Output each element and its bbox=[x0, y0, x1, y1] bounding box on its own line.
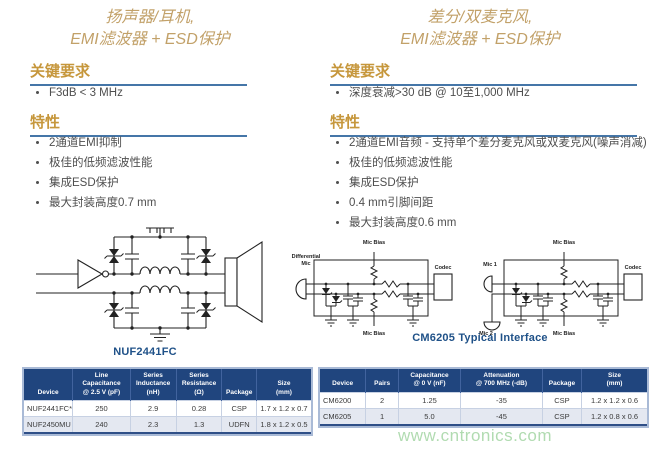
col-pairs: Pairs bbox=[365, 369, 399, 393]
left-schematic-caption: NUF2441FC bbox=[113, 346, 177, 358]
mic-bias-label: Mic Bias bbox=[552, 240, 576, 246]
right-features-heading: 特性 bbox=[330, 111, 637, 137]
table-header-row: Device Pairs Capacitance @ 0 V (nF) Atte… bbox=[320, 369, 647, 393]
col-package: Package bbox=[221, 369, 257, 401]
table-row: NUF2450MU 240 2.3 1.3 UDFN 1.8 x 1.2 x 0… bbox=[24, 416, 311, 434]
cell-capacitance: 240 bbox=[72, 416, 131, 434]
table-header-row: Device Line Capacitance @ 2.5 V (pF) Ser… bbox=[24, 369, 311, 401]
list-item: F3dB < 3 MHz bbox=[49, 86, 264, 101]
col-size: Size (mm) bbox=[581, 369, 647, 393]
cell-capacitance: 5.0 bbox=[397, 407, 461, 425]
cell-pairs: 1 bbox=[365, 407, 399, 425]
right-key-requirements-heading: 关键要求 bbox=[330, 60, 637, 86]
cell-pairs: 2 bbox=[365, 391, 399, 409]
list-item: 极佳的低频滤波性能 bbox=[49, 156, 274, 171]
left-spec-table: Device Line Capacitance @ 2.5 V (pF) Ser… bbox=[22, 367, 313, 437]
cell-resistance: 1.3 bbox=[175, 416, 222, 434]
col-device: Device bbox=[320, 369, 366, 393]
cell-package: CSP bbox=[541, 407, 582, 425]
list-item: 集成ESD保护 bbox=[49, 176, 274, 191]
left-features-heading: 特性 bbox=[30, 111, 247, 137]
cell-size: 1.2 x 1.2 x 0.6 bbox=[581, 391, 647, 409]
cell-attenuation: -35 bbox=[460, 391, 543, 409]
cell-capacitance: 250 bbox=[72, 400, 131, 417]
speaker-filter-schematic bbox=[36, 227, 263, 342]
cell-device: NUF2450MU bbox=[24, 416, 73, 434]
cell-inductance: 2.3 bbox=[129, 416, 177, 434]
mic2-icon bbox=[483, 321, 501, 331]
cell-resistance: 0.28 bbox=[175, 400, 222, 417]
right-key-requirements-list: 深度衰减>30 dB @ 10至1,000 MHz bbox=[334, 86, 651, 106]
cell-package: CSP bbox=[541, 391, 582, 409]
differential-mic-label: Differential Mic bbox=[291, 254, 321, 267]
left-key-requirements-heading: 关键要求 bbox=[30, 60, 247, 86]
list-item: 最大封装高度0.6 mm bbox=[349, 216, 651, 231]
right-features-list: 2通道EMI音频 - 支持单个差分麦克风或双麦克风(噪声消减) 极佳的低频滤波性… bbox=[334, 136, 651, 236]
mic2-label: Mic 2 bbox=[479, 331, 493, 337]
left-key-requirements-list: F3dB < 3 MHz bbox=[34, 86, 264, 106]
col-line-capacitance: Line Capacitance @ 2.5 V (pF) bbox=[72, 369, 131, 401]
list-item: 最大封装高度0.7 mm bbox=[49, 196, 274, 211]
watermark: www.cntronics.com bbox=[398, 426, 552, 445]
cell-capacitance: 1.25 bbox=[397, 391, 461, 409]
mic-bias-label: Mic Bias bbox=[362, 240, 386, 246]
table-row: CM6205 1 5.0 -45 CSP 1.2 x 0.8 x 0.6 bbox=[320, 407, 647, 425]
col-series-resistance: Series Resistance (Ω) bbox=[175, 369, 222, 401]
col-size: Size (mm) bbox=[255, 369, 311, 401]
left-features-list: 2通道EMI抑制 极佳的低频滤波性能 集成ESD保护 最大封装高度0.7 mm bbox=[34, 136, 274, 216]
col-capacitance: Capacitance @ 0 V (nF) bbox=[397, 369, 461, 393]
codec-box bbox=[433, 273, 453, 301]
col-series-inductance: Series Inductance (nH) bbox=[129, 369, 177, 401]
codec-label: Codec bbox=[434, 265, 452, 271]
list-item: 集成ESD保护 bbox=[349, 176, 651, 191]
junction-dots bbox=[112, 235, 208, 330]
right-column-title: 差分/双麦克风, EMI滤波器 + ESD保护 bbox=[400, 9, 560, 48]
list-item: 2通道EMI抑制 bbox=[49, 136, 274, 151]
cell-size: 1.2 x 0.8 x 0.6 bbox=[581, 407, 647, 425]
table-row: CM6200 2 1.25 -35 CSP 1.2 x 1.2 x 0.6 bbox=[320, 391, 647, 409]
col-attenuation: Attenuation @ 700 MHz (-dB) bbox=[460, 369, 543, 393]
differential-mic-schematic: Differential Mic Mic Bias Mic Bias Codec bbox=[288, 240, 478, 340]
list-item: 2通道EMI音频 - 支持单个差分麦克风或双麦克风(噪声消减) bbox=[349, 136, 651, 151]
cell-package: CSP bbox=[221, 400, 257, 417]
right-spec-table: Device Pairs Capacitance @ 0 V (nF) Atte… bbox=[318, 367, 649, 428]
list-item: 极佳的低频滤波性能 bbox=[349, 156, 651, 171]
cell-device: NUF2441FC* bbox=[24, 400, 73, 417]
table-row: NUF2441FC* 250 2.9 0.28 CSP 1.7 x 1.2 x … bbox=[24, 400, 311, 417]
dual-mic-schematic: Mic 1 Mic 2 Mic Bias Mic Bias Codec bbox=[470, 240, 651, 340]
mic-bias-label: Mic Bias bbox=[362, 331, 386, 337]
list-item: 0.4 mm引脚间距 bbox=[349, 196, 651, 211]
speaker-icon bbox=[224, 240, 263, 324]
col-package: Package bbox=[541, 369, 582, 393]
cell-device: CM6205 bbox=[320, 407, 366, 425]
cell-package: UDFN bbox=[221, 416, 257, 434]
ground-icon bbox=[146, 227, 174, 342]
cell-device: CM6200 bbox=[320, 391, 366, 409]
col-device: Device bbox=[24, 369, 73, 401]
tvs-diode-icon bbox=[104, 249, 216, 317]
mic-bias-label: Mic Bias bbox=[552, 331, 576, 337]
cell-inductance: 2.9 bbox=[129, 400, 177, 417]
cell-attenuation: -45 bbox=[460, 407, 543, 425]
mic-icon bbox=[295, 278, 307, 300]
right-schematic-caption: CM6205 Typical Interface bbox=[412, 332, 548, 344]
mic1-label: Mic 1 bbox=[483, 262, 497, 268]
left-column-title: 扬声器/耳机, EMI滤波器 + ESD保护 bbox=[70, 9, 230, 48]
capacitor-icon bbox=[125, 237, 195, 328]
codec-label: Codec bbox=[624, 265, 642, 271]
codec-box bbox=[623, 273, 643, 301]
cell-size: 1.8 x 1.2 x 0.5 bbox=[255, 416, 311, 434]
mic1-icon bbox=[483, 275, 493, 293]
list-item: 深度衰减>30 dB @ 10至1,000 MHz bbox=[349, 86, 651, 101]
cell-size: 1.7 x 1.2 x 0.7 bbox=[255, 400, 311, 417]
